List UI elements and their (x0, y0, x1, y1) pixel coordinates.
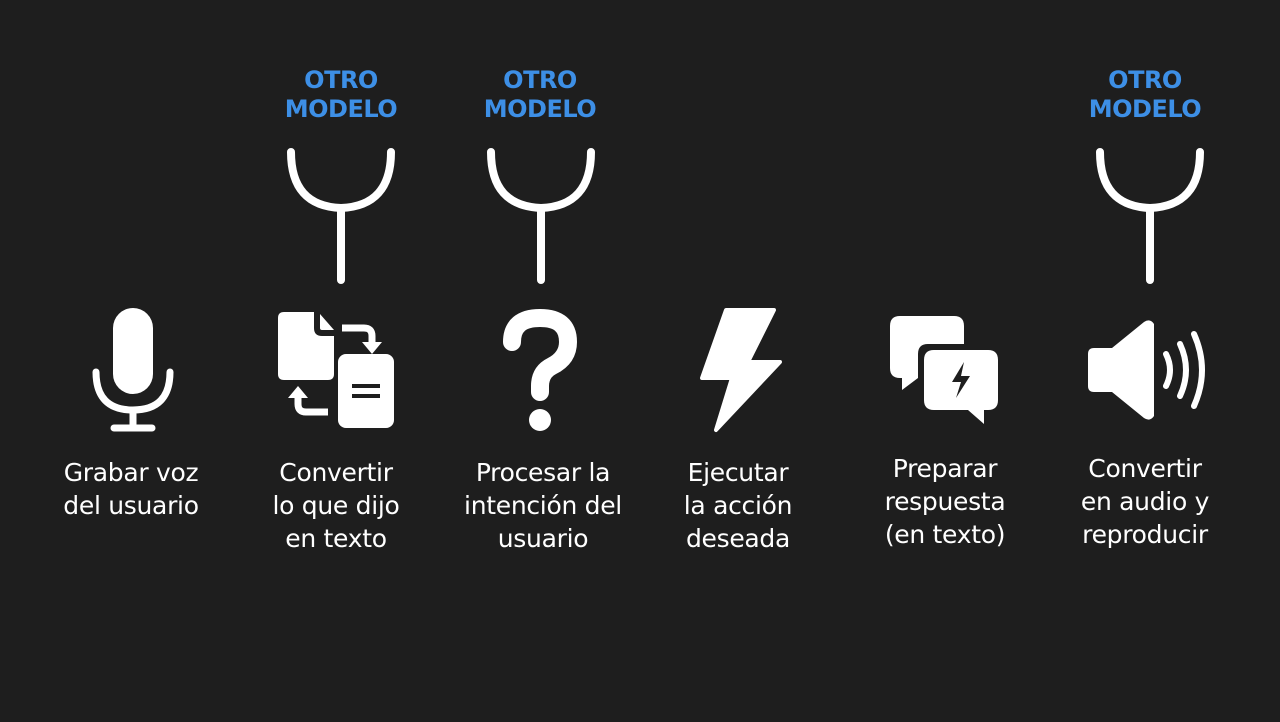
model-label-speech-to-text: OTRO MODELO (251, 66, 431, 124)
step-label-line: Convertir (279, 458, 393, 487)
model-label-intent: OTRO MODELO (450, 66, 630, 124)
step-label-line: Preparar (892, 454, 998, 483)
step-label-intent: Procesar la intención del usuario (443, 456, 643, 555)
step-label-line: del usuario (63, 491, 199, 520)
step-label-line: intención del (464, 491, 622, 520)
step-label-line: usuario (497, 524, 589, 553)
step-label-line: Ejecutar (687, 458, 789, 487)
connector-y-icon (487, 148, 595, 284)
lightning-bolt-icon (700, 308, 782, 432)
step-label-transcribe: Convertir lo que dijo en texto (236, 456, 436, 555)
step-label-respond: Preparar respuesta (en texto) (845, 452, 1045, 551)
step-label-line: en audio y (1080, 487, 1210, 516)
question-mark-icon (503, 308, 578, 431)
step-label-line: la acción (683, 491, 793, 520)
connector-y-icon (1096, 148, 1204, 284)
connector-y-icon (287, 148, 395, 284)
step-label-line: Grabar voz (63, 458, 199, 487)
step-label-line: lo que dijo (272, 491, 400, 520)
step-label-line: respuesta (884, 487, 1006, 516)
chat-bubbles-icon (890, 316, 998, 424)
speaker-icon (1088, 320, 1205, 420)
model-label-line: MODELO (483, 95, 597, 123)
model-label-line: OTRO (1108, 66, 1182, 94)
model-label-line: MODELO (284, 95, 398, 123)
model-label-text-to-speech: OTRO MODELO (1055, 66, 1235, 124)
microphone-icon (92, 308, 174, 432)
step-label-execute: Ejecutar la acción deseada (638, 456, 838, 555)
model-label-line: OTRO (503, 66, 577, 94)
step-label-line: Convertir (1088, 454, 1202, 483)
step-label-speak: Convertir en audio y reproducir (1045, 452, 1245, 551)
model-label-line: MODELO (1088, 95, 1202, 123)
document-convert-icon (278, 312, 394, 428)
model-label-line: OTRO (304, 66, 378, 94)
step-label-line: en texto (285, 524, 387, 553)
step-label-line: reproducir (1082, 520, 1208, 549)
step-label-line: deseada (685, 524, 791, 553)
step-label-line: Procesar la (475, 458, 611, 487)
step-label-line: (en texto) (884, 520, 1006, 549)
step-label-record: Grabar voz del usuario (31, 456, 231, 522)
